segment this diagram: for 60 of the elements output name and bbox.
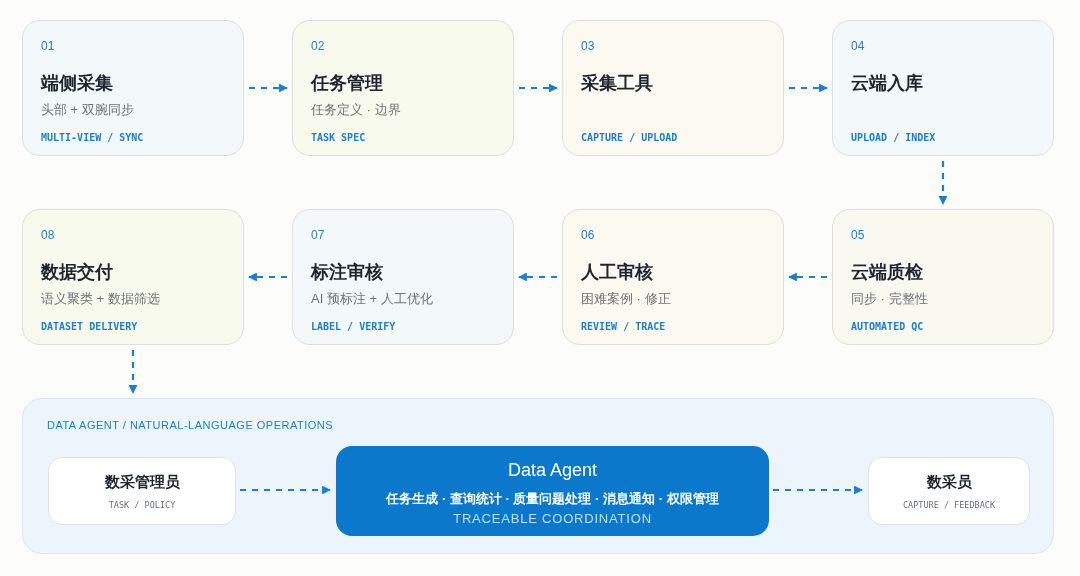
step-code: TASK SPEC [311, 132, 366, 143]
role-title: 数采管理员 [103, 473, 181, 492]
step-number: 06 [581, 228, 595, 242]
arrow [788, 272, 827, 282]
role-card [48, 457, 236, 525]
agent-box [336, 446, 769, 536]
step-card [832, 20, 1054, 156]
step-code: UPLOAD / INDEX [851, 132, 936, 143]
step-title: 任务管理 [311, 72, 383, 95]
agent-title: Data Agent [506, 460, 599, 481]
role-title: 数采员 [925, 473, 973, 492]
arrow [519, 83, 558, 93]
step-code: MULTI-VIEW / SYNC [41, 132, 144, 143]
step-description: 同步 · 完整性 [851, 290, 928, 308]
step-card [832, 209, 1054, 345]
panel-heading: DATA AGENT / NATURAL-LANGUAGE OPERATIONS [47, 419, 334, 431]
step-description: 任务定义 · 边界 [311, 101, 401, 119]
arrow [938, 161, 948, 205]
step-card [562, 209, 784, 345]
step-card [292, 209, 514, 345]
arrow [773, 485, 863, 495]
step-code: AUTOMATED QC [851, 321, 924, 332]
step-title: 采集工具 [581, 72, 653, 95]
step-number: 08 [41, 228, 55, 242]
step-title: 数据交付 [41, 261, 113, 284]
step-card [22, 209, 244, 345]
agent-panel [22, 398, 1054, 554]
step-description: 困难案例 · 修正 [581, 290, 671, 308]
step-title: 云端入库 [851, 72, 923, 95]
step-code: LABEL / VERIFY [311, 321, 396, 332]
arrow [240, 485, 331, 495]
arrow [789, 83, 828, 93]
step-number: 04 [851, 39, 865, 53]
step-title: 端侧采集 [41, 72, 113, 95]
arrow [128, 350, 138, 394]
step-title: 人工审核 [581, 261, 653, 284]
arrow [249, 83, 288, 93]
role-card [868, 457, 1030, 525]
step-description: AI 预标注 + 人工优化 [311, 290, 433, 308]
arrow [248, 272, 287, 282]
role-code: TASK / POLICY [107, 500, 177, 510]
role-code: CAPTURE / FEEDBACK [901, 500, 997, 510]
step-card [22, 20, 244, 156]
arrow [518, 272, 557, 282]
agent-functions: 任务生成 · 查询统计 · 质量问题处理 · 消息通知 · 权限管理 [384, 490, 720, 508]
agent-tagline: TRACEABLE COORDINATION [452, 511, 653, 526]
step-number: 03 [581, 39, 595, 53]
step-title: 云端质检 [851, 261, 923, 284]
step-number: 01 [41, 39, 55, 53]
step-code: CAPTURE / UPLOAD [581, 132, 678, 143]
step-number: 02 [311, 39, 325, 53]
step-number: 07 [311, 228, 325, 242]
step-description: 头部 + 双腕同步 [41, 101, 134, 119]
step-number: 05 [851, 228, 865, 242]
step-title: 标注审核 [311, 261, 383, 284]
step-code: REVIEW / TRACE [581, 321, 666, 332]
step-code: DATASET DELIVERY [41, 321, 138, 332]
step-description: 语义聚类 + 数据筛选 [41, 290, 160, 308]
step-card [292, 20, 514, 156]
step-card [562, 20, 784, 156]
